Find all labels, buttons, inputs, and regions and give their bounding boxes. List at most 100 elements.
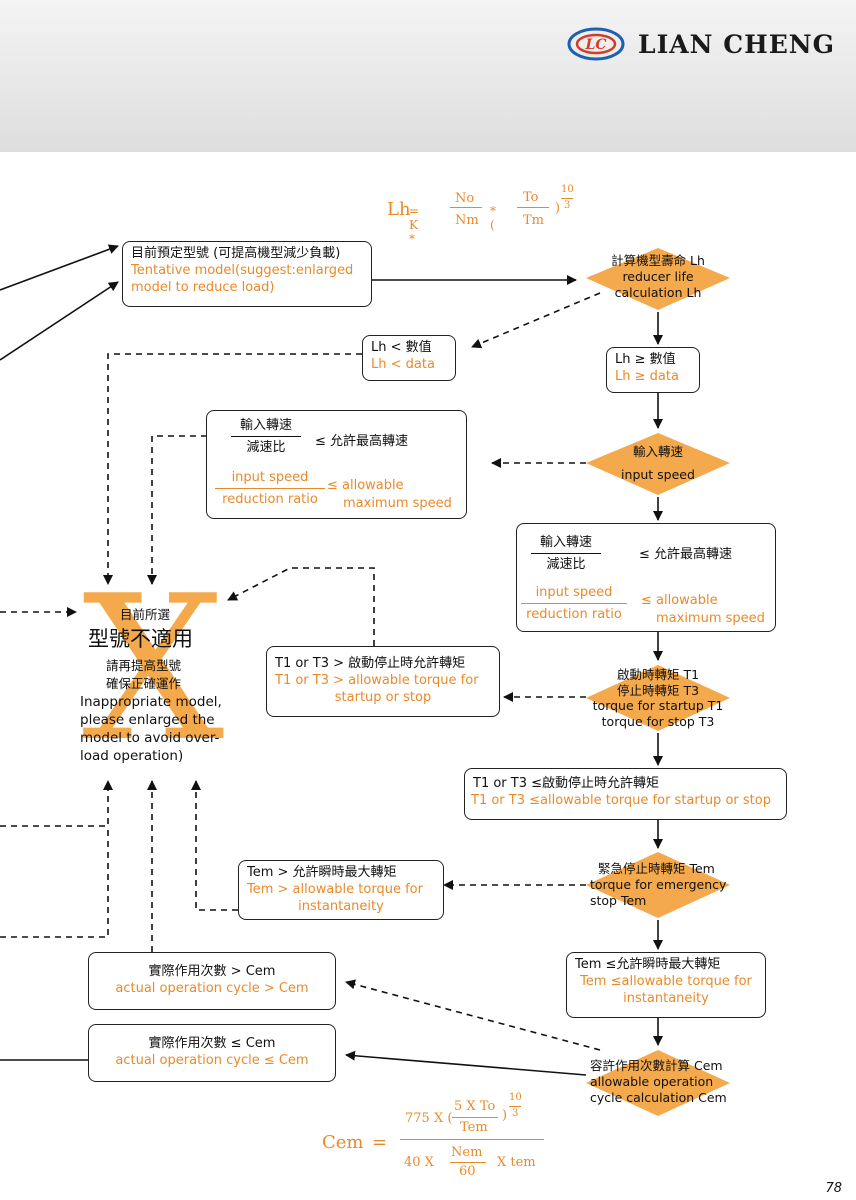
tem-fail-box: Tem > 允許瞬時最大轉矩 Tem > allowable torque fo… bbox=[238, 860, 444, 920]
tem-fail-en-2: instantaneity bbox=[298, 899, 384, 914]
emergency-diamond-l1: 緊急停止時轉矩 Tem bbox=[598, 861, 715, 876]
formula-cem-60: 60 bbox=[459, 1164, 476, 1179]
speed-fail-frac-cn: 輸入轉速 減速比 bbox=[231, 417, 301, 456]
diamond-input-speed bbox=[586, 433, 730, 495]
formula-lh-eq: = K * bbox=[409, 204, 420, 246]
speed-ok-num-en: input speed bbox=[521, 584, 627, 604]
page-header: LC LIAN CHENG bbox=[0, 0, 856, 152]
brand: LC LIAN CHENG bbox=[566, 24, 835, 64]
emergency-diamond-l2: torque for emergency bbox=[590, 877, 727, 892]
cem-diamond-l1: 容許作用次數計算 Cem bbox=[590, 1058, 723, 1073]
formula-lh-symbol: Lh bbox=[387, 199, 411, 220]
inappropriate-big: 型號不適用 bbox=[88, 627, 193, 651]
speed-ok-rel-en-2: maximum speed bbox=[656, 611, 765, 626]
formula-cem-bar-main bbox=[400, 1139, 544, 1140]
torque-fail-cn: T1 or T3 > 啟動停止時允許轉矩 bbox=[275, 656, 466, 671]
cycle-ok-box: 實際作用次數 ≤ Cem actual operation cycle ≤ Ce… bbox=[88, 1024, 336, 1082]
formula-cem-775: 775 X ( bbox=[405, 1111, 453, 1126]
cem-diamond-l2: allowable operation bbox=[590, 1074, 714, 1089]
lh-ge-box: Lh ≥ 數值 Lh ≥ data bbox=[606, 347, 700, 393]
speed-ok-frac-en: input speed reduction ratio bbox=[521, 584, 627, 623]
speed-fail-num-en: input speed bbox=[215, 469, 325, 489]
torque-fail-en-1: T1 or T3 > allowable torque for bbox=[275, 673, 479, 688]
calc-life-en-1: reducer life bbox=[622, 269, 694, 284]
input-speed-diamond-cn: 輸入轉速 bbox=[632, 444, 683, 459]
speed-ok-den-cn: 減速比 bbox=[546, 557, 586, 572]
torque-diamond-l4: torque for stop T3 bbox=[601, 713, 715, 729]
torque-diamond-l1: 啟動時轉矩 T1 bbox=[616, 667, 700, 682]
lh-ge-cn: Lh ≥ 數值 bbox=[615, 352, 676, 367]
formula-cem-tem: Tem bbox=[460, 1120, 488, 1135]
page-number: 78 bbox=[825, 1181, 842, 1196]
inappropriate-line-2: 確保正確運作 bbox=[106, 676, 182, 691]
cem-diamond-l3: cycle calculation Cem bbox=[590, 1090, 727, 1105]
speed-ok-rel-cn: ≤ 允許最高轉速 bbox=[639, 547, 733, 562]
inappropriate-line-1: 請再提高型號 bbox=[106, 658, 182, 673]
formula-cem-exp-bar bbox=[509, 1106, 521, 1107]
speed-fail-box: 輸入轉速 減速比 ≤ 允許最高轉速 input speed reduction … bbox=[206, 410, 467, 519]
inappropriate-x-mark: X bbox=[82, 553, 225, 786]
speed-ok-den-en: reduction ratio bbox=[526, 607, 622, 622]
formula-lh-no: No bbox=[455, 191, 475, 206]
lh-less-cn: Lh < 數值 bbox=[371, 340, 432, 355]
cycle-ok-en: actual operation cycle ≤ Cem bbox=[115, 1053, 309, 1068]
lh-less-en: Lh < data bbox=[371, 357, 435, 372]
torque-diamond-label: 啟動時轉矩 T1 停止時轉矩 T3 torque for startup T1 … bbox=[586, 667, 730, 729]
lh-ge-en: Lh ≥ data bbox=[615, 369, 679, 384]
torque-fail-box: T1 or T3 > 啟動停止時允許轉矩 T1 or T3 > allowabl… bbox=[266, 646, 500, 717]
cycle-fail-box: 實際作用次數 > Cem actual operation cycle > Ce… bbox=[88, 952, 336, 1010]
cem-diamond-label: 容許作用次數計算 Cem allowable operation cycle c… bbox=[586, 1058, 742, 1106]
calc-life-label: 計算機型壽命 Lh reducer life calculation Lh bbox=[590, 253, 726, 301]
formula-lh-bar1 bbox=[450, 207, 482, 208]
formula-cem-symbol: Cem bbox=[322, 1132, 364, 1153]
speed-ok-rel-en-1: ≤ allowable bbox=[641, 593, 718, 608]
formula-lh-tm: Tm bbox=[523, 213, 544, 228]
formula-cem-bar-inner bbox=[452, 1117, 498, 1118]
formula-lh-mul: * ( bbox=[490, 204, 496, 232]
lh-less-box: Lh < 數值 Lh < data bbox=[362, 335, 456, 381]
emergency-diamond-label: 緊急停止時轉矩 Tem torque for emergency stop Te… bbox=[586, 861, 736, 909]
speed-ok-box: 輸入轉速 減速比 ≤ 允許最高轉速 input speed reduction … bbox=[516, 523, 776, 632]
formula-lh-exp-bar bbox=[561, 198, 573, 199]
formula-cem-exp-num: 10 bbox=[509, 1092, 522, 1103]
tem-fail-en-1: Tem > allowable torque for bbox=[247, 882, 423, 897]
diamond-shapes bbox=[586, 248, 730, 1116]
torque-ok-box: T1 or T3 ≤啟動停止時允許轉矩 T1 or T3 ≤allowable … bbox=[464, 768, 787, 820]
formula-lh-to: To bbox=[523, 190, 539, 205]
speed-fail-rel-en-1: ≤ allowable bbox=[327, 478, 404, 493]
inappropriate-en-1: Inappropriate model, bbox=[80, 694, 222, 710]
speed-fail-rel-cn: ≤ 允許最高轉速 bbox=[315, 434, 409, 449]
inappropriate-en-3: model to avoid over- bbox=[80, 730, 220, 746]
formula-lh-bar2 bbox=[517, 207, 549, 208]
emergency-diamond-l3: stop Tem bbox=[590, 893, 647, 908]
tentative-model-en-2: model to reduce load) bbox=[131, 280, 275, 295]
input-speed-diamond-label: 輸入轉速 input speed bbox=[600, 444, 716, 483]
torque-diamond-l2: 停止時轉矩 T3 bbox=[616, 682, 700, 698]
cycle-ok-cn: 實際作用次數 ≤ Cem bbox=[148, 1036, 276, 1051]
calc-life-en-2: calculation Lh bbox=[614, 285, 702, 300]
speed-fail-num-cn: 輸入轉速 bbox=[231, 417, 301, 437]
formula-cem-bar-nem bbox=[450, 1162, 486, 1163]
speed-fail-frac-en: input speed reduction ratio bbox=[215, 469, 325, 508]
diamond-calc-life bbox=[586, 248, 730, 310]
inappropriate-top: 目前所選 bbox=[120, 607, 171, 622]
formula-lh-close: ) bbox=[555, 201, 561, 216]
svg-text:LC: LC bbox=[585, 37, 607, 53]
speed-fail-den-en: reduction ratio bbox=[222, 492, 318, 507]
torque-ok-en: T1 or T3 ≤allowable torque for startup o… bbox=[471, 793, 771, 808]
torque-fail-en-2: startup or stop bbox=[334, 690, 432, 705]
formula-cem-close: ) bbox=[502, 1108, 508, 1123]
tentative-model-en-1: Tentative model(suggest:enlarged bbox=[131, 263, 354, 278]
formula-lh-nm: Nm bbox=[455, 213, 479, 228]
lian-cheng-logo-icon: LC bbox=[567, 27, 625, 61]
speed-ok-frac-cn: 輸入轉速 減速比 bbox=[531, 534, 601, 573]
tem-fail-cn: Tem > 允許瞬時最大轉矩 bbox=[247, 865, 397, 880]
formula-cem-exp-den: 3 bbox=[512, 1108, 519, 1119]
calc-life-cn: 計算機型壽命 Lh bbox=[611, 253, 705, 268]
inappropriate-en-2: please enlarged the bbox=[80, 712, 215, 728]
formula-lh-exp-num: 10 bbox=[561, 184, 574, 195]
formula-cem-xtem: X tem bbox=[497, 1155, 536, 1170]
speed-fail-den-cn: 減速比 bbox=[246, 440, 286, 455]
brand-name: LIAN CHENG bbox=[638, 29, 835, 59]
